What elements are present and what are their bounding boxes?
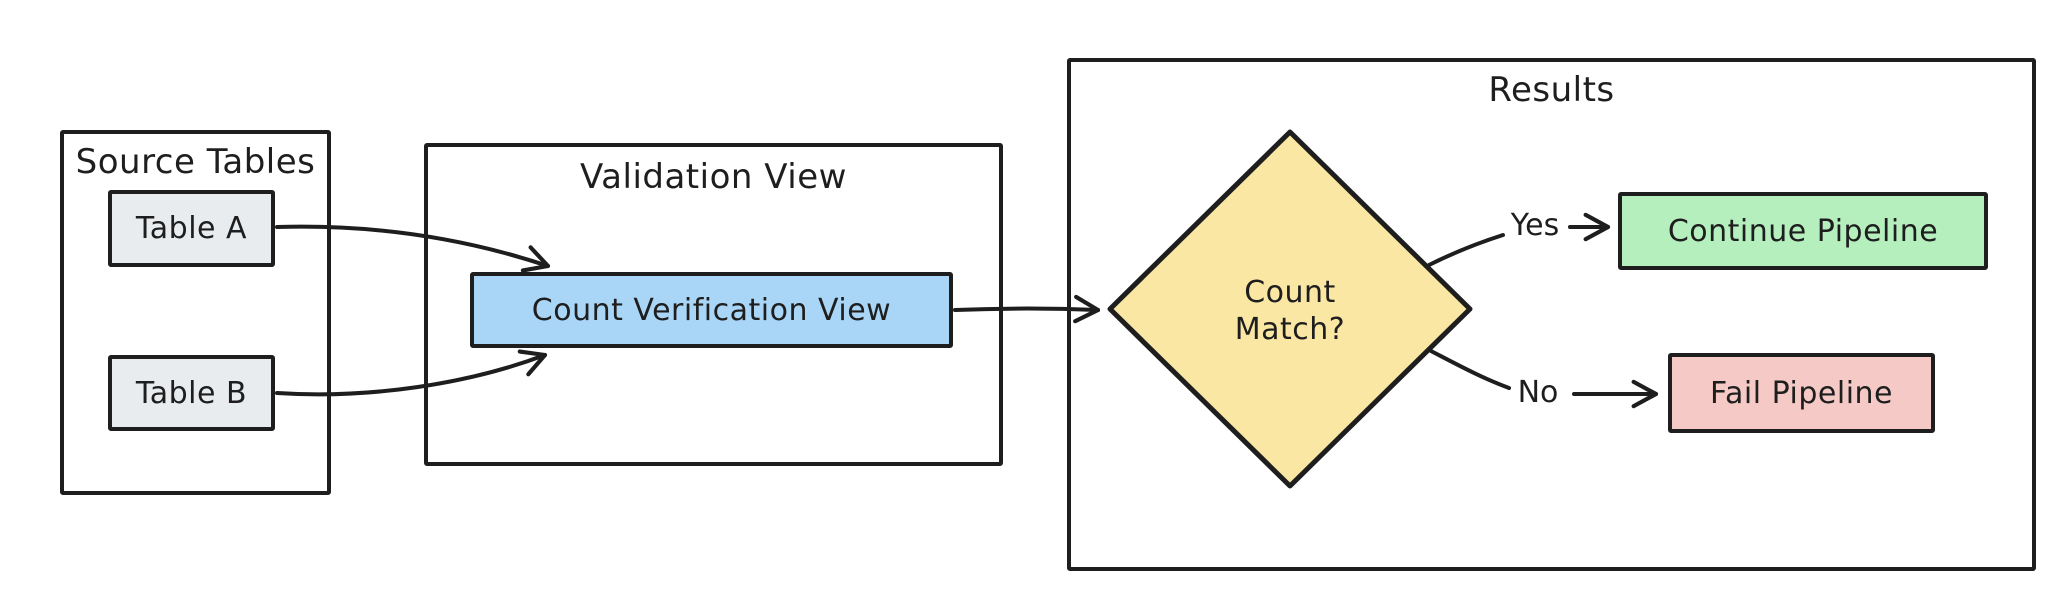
table-a-label: Table A xyxy=(135,211,248,246)
fail-pipeline-node: Fail Pipeline xyxy=(1668,353,1935,433)
validation-view-group: Validation View xyxy=(424,143,1003,466)
no-edge-label: No xyxy=(1517,375,1559,410)
table-b-label: Table B xyxy=(135,375,248,411)
count-verification-view-node: Count Verification View xyxy=(470,272,953,348)
continue-pipeline-label: Continue Pipeline xyxy=(1667,213,1939,249)
validation-view-title: Validation View xyxy=(580,157,847,197)
table-a-node: Table A xyxy=(108,190,275,267)
count-match-label-line2: Match? xyxy=(1234,312,1346,347)
table-b-node: Table B xyxy=(108,355,275,431)
yes-edge-label: Yes xyxy=(1510,208,1560,243)
source-tables-group: Source Tables xyxy=(60,130,331,495)
count-verification-view-label: Count Verification View xyxy=(531,292,892,328)
fail-pipeline-label: Fail Pipeline xyxy=(1710,375,1893,411)
count-match-label-line1: Count xyxy=(1244,275,1336,310)
results-group: Results xyxy=(1067,58,2036,571)
count-match-label: Count Match? xyxy=(1165,274,1415,348)
continue-pipeline-node: Continue Pipeline xyxy=(1618,192,1988,270)
results-title: Results xyxy=(1488,70,1615,110)
source-tables-title: Source Tables xyxy=(75,142,316,182)
